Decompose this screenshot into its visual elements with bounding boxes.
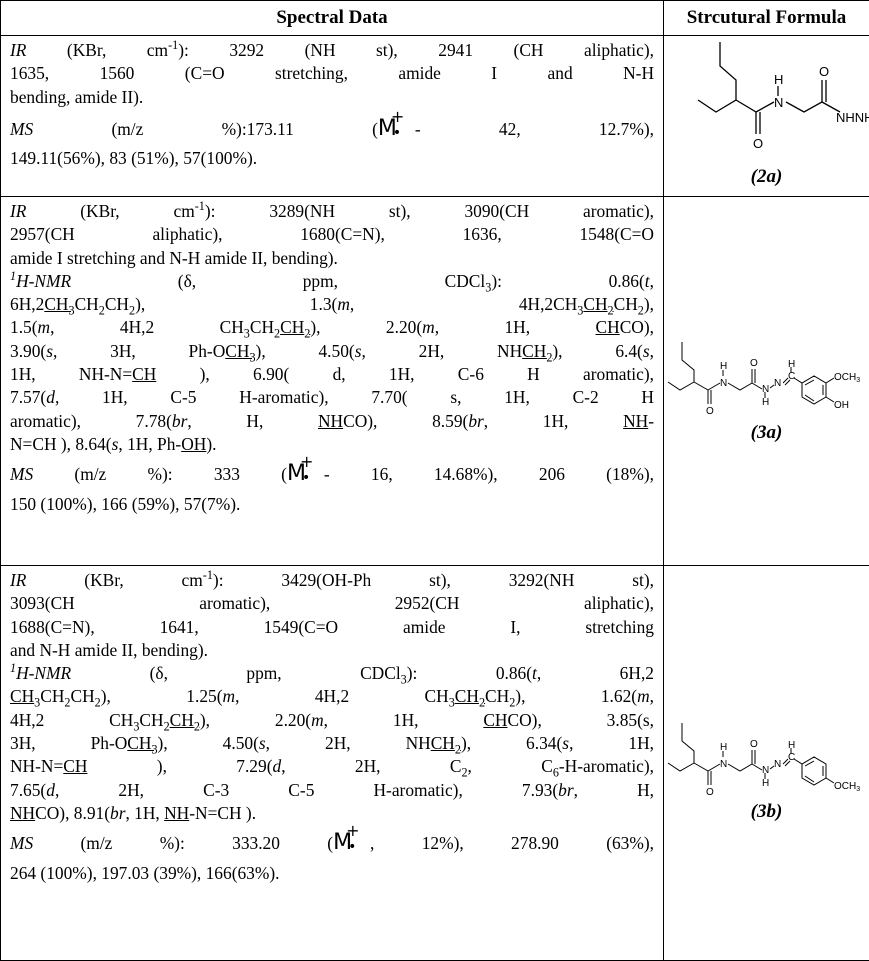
structure-cell-3b: H N H N N C H O O OCH3 (3b): [664, 566, 869, 961]
spectral-cell-3a: IR (KBr, cm-1): 3289(NH st), 3090(CH aro…: [1, 197, 664, 566]
svg-text:O: O: [750, 739, 758, 750]
svg-text:H: H: [762, 778, 769, 789]
svg-text:C: C: [788, 371, 795, 382]
spectral-cell-2a: IR (KBr, cm-1): 3292 (NH st), 2941 (CH a…: [1, 36, 664, 197]
svg-text:O: O: [819, 64, 829, 79]
table-row: IR (KBr, cm-1): 3429(OH-Ph st), 3292(NH …: [1, 566, 869, 961]
svg-text:H: H: [720, 742, 727, 753]
header-row: Spectral Data Strcutural Formula: [1, 1, 869, 36]
svg-text:N: N: [720, 378, 727, 389]
svg-text:O: O: [706, 406, 714, 417]
svg-text:O: O: [706, 787, 714, 798]
molecular-ion-symbol: M+•: [333, 830, 370, 855]
table-row: IR (KBr, cm-1): 3289(NH st), 3090(CH aro…: [1, 197, 869, 566]
compound-label-2a: (2a): [664, 166, 869, 188]
compound-label-3a: (3a): [664, 422, 869, 444]
nmr-line: 1H-NMR (δ, ppm, CDCl3): 0.86(t,: [10, 270, 654, 293]
structure-cell-2a: H N O O NHNH2 (2a): [664, 36, 869, 197]
ir-line: IR (KBr, cm-1): 3292 (NH st), 2941 (CH a…: [10, 39, 654, 62]
structure-3b-drawing: H N H N N C H O O OCH3: [664, 713, 869, 803]
spectral-cell-3b: IR (KBr, cm-1): 3429(OH-Ph st), 3292(NH …: [1, 566, 664, 961]
svg-text:NHNH2: NHNH2: [836, 110, 869, 128]
svg-text:N: N: [762, 384, 769, 395]
ms-line: MS (m/z %): 333 (M+•- 16, 14.68%), 206 (…: [10, 462, 654, 486]
compound-label-3b: (3b): [664, 801, 869, 823]
svg-text:H: H: [788, 740, 795, 751]
table-row: IR (KBr, cm-1): 3292 (NH st), 2941 (CH a…: [1, 36, 869, 197]
svg-text:N: N: [774, 759, 781, 770]
svg-text:N: N: [774, 95, 783, 110]
svg-text:H: H: [774, 72, 783, 87]
structure-3a-drawing: H N H N N C H O O OCH3 OH: [664, 332, 869, 422]
svg-text:C: C: [788, 752, 795, 763]
svg-text:H: H: [762, 397, 769, 408]
structure-2a-drawing: H N O O NHNH2: [664, 36, 869, 164]
svg-text:N: N: [720, 759, 727, 770]
svg-text:N: N: [762, 765, 769, 776]
ms-line: MS (m/z %):173.11 (M+•- 42, 12.7%),: [10, 117, 654, 141]
molecular-ion-symbol: M+•: [378, 116, 415, 141]
molecular-ion-symbol: M+•: [287, 461, 324, 486]
structure-cell-3a: H N H N N C H O O OCH3 OH (3a): [664, 197, 869, 566]
svg-text:O: O: [753, 136, 763, 151]
svg-text:N: N: [774, 378, 781, 389]
svg-text:OCH3: OCH3: [834, 781, 860, 793]
svg-text:H: H: [788, 359, 795, 370]
nmr-line: 1H-NMR (δ, ppm, CDCl3): 0.86(t, 6H,2: [10, 662, 654, 685]
header-structural-formula: Strcutural Formula: [664, 1, 869, 36]
svg-text:OCH3: OCH3: [834, 372, 860, 384]
svg-text:OH: OH: [834, 400, 849, 411]
ms-line: MS (m/z %): 333.20 (M+•, 12%), 278.90 (6…: [10, 831, 654, 855]
header-spectral-data: Spectral Data: [1, 1, 664, 36]
svg-text:O: O: [750, 358, 758, 369]
svg-text:H: H: [720, 361, 727, 372]
